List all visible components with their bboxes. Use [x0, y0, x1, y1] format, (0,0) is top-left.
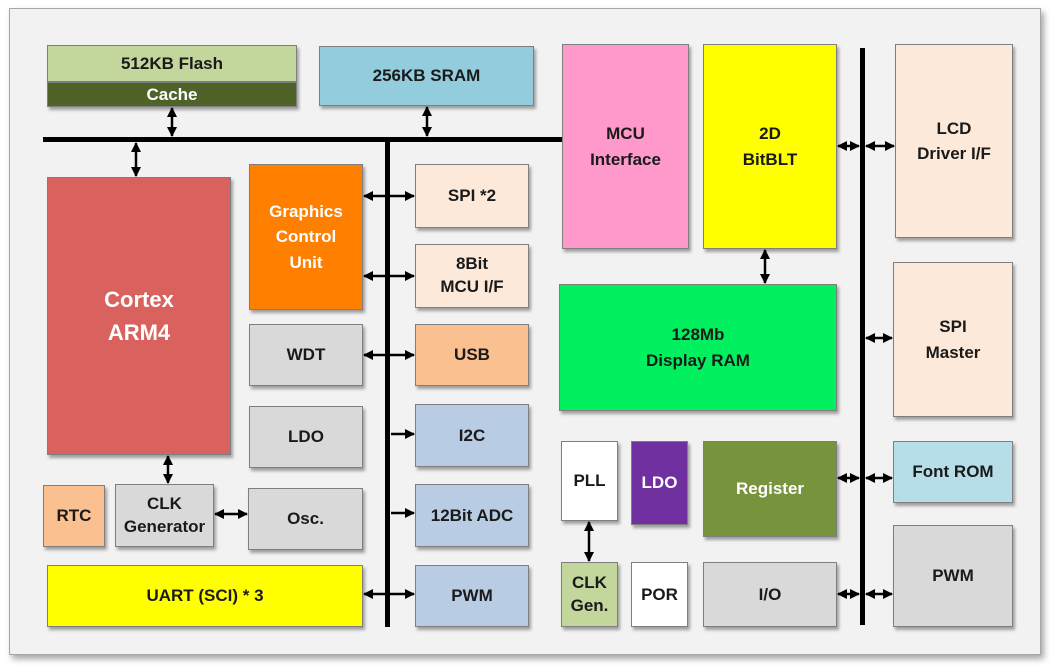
cache-block: Cache — [47, 82, 297, 107]
uart-block: UART (SCI) * 3 — [47, 565, 363, 627]
io-block: I/O — [703, 562, 837, 627]
right-vertical-bus — [860, 48, 865, 625]
pwm-mid-block: PWM — [415, 565, 529, 627]
graphics-control-unit-block: Graphics Control Unit — [249, 164, 363, 310]
display-ram-block: 128Mb Display RAM — [559, 284, 837, 411]
adc-block: 12Bit ADC — [415, 484, 529, 547]
por-block: POR — [631, 562, 688, 627]
clk-generator-block: CLK Generator — [115, 484, 214, 547]
ldo-mid-block: LDO — [631, 441, 688, 525]
cortex-arm4-block: Cortex ARM4 — [47, 177, 231, 455]
register-block: Register — [703, 441, 837, 537]
main-horizontal-bus — [43, 137, 566, 142]
bitblt-block: 2D BitBLT — [703, 44, 837, 249]
peripheral-vertical-bus — [385, 140, 390, 627]
spi-master-block: SPI Master — [893, 262, 1013, 417]
mcu-8bit-block: 8Bit MCU I/F — [415, 244, 529, 308]
clk-gen-block: CLK Gen. — [561, 562, 618, 627]
pll-block: PLL — [561, 441, 618, 521]
usb-block: USB — [415, 324, 529, 386]
sram-block: 256KB SRAM — [319, 46, 534, 106]
font-rom-block: Font ROM — [893, 441, 1013, 503]
lcd-driver-block: LCD Driver I/F — [895, 44, 1013, 238]
mcu-interface-block: MCU Interface — [562, 44, 689, 249]
ldo-left-block: LDO — [249, 406, 363, 468]
pwm-right-block: PWM — [893, 525, 1013, 627]
spi2-block: SPI *2 — [415, 164, 529, 228]
flash-block: 512KB Flash — [47, 45, 297, 82]
i2c-block: I2C — [415, 404, 529, 467]
rtc-block: RTC — [43, 485, 105, 547]
wdt-block: WDT — [249, 324, 363, 386]
osc-block: Osc. — [248, 488, 363, 550]
